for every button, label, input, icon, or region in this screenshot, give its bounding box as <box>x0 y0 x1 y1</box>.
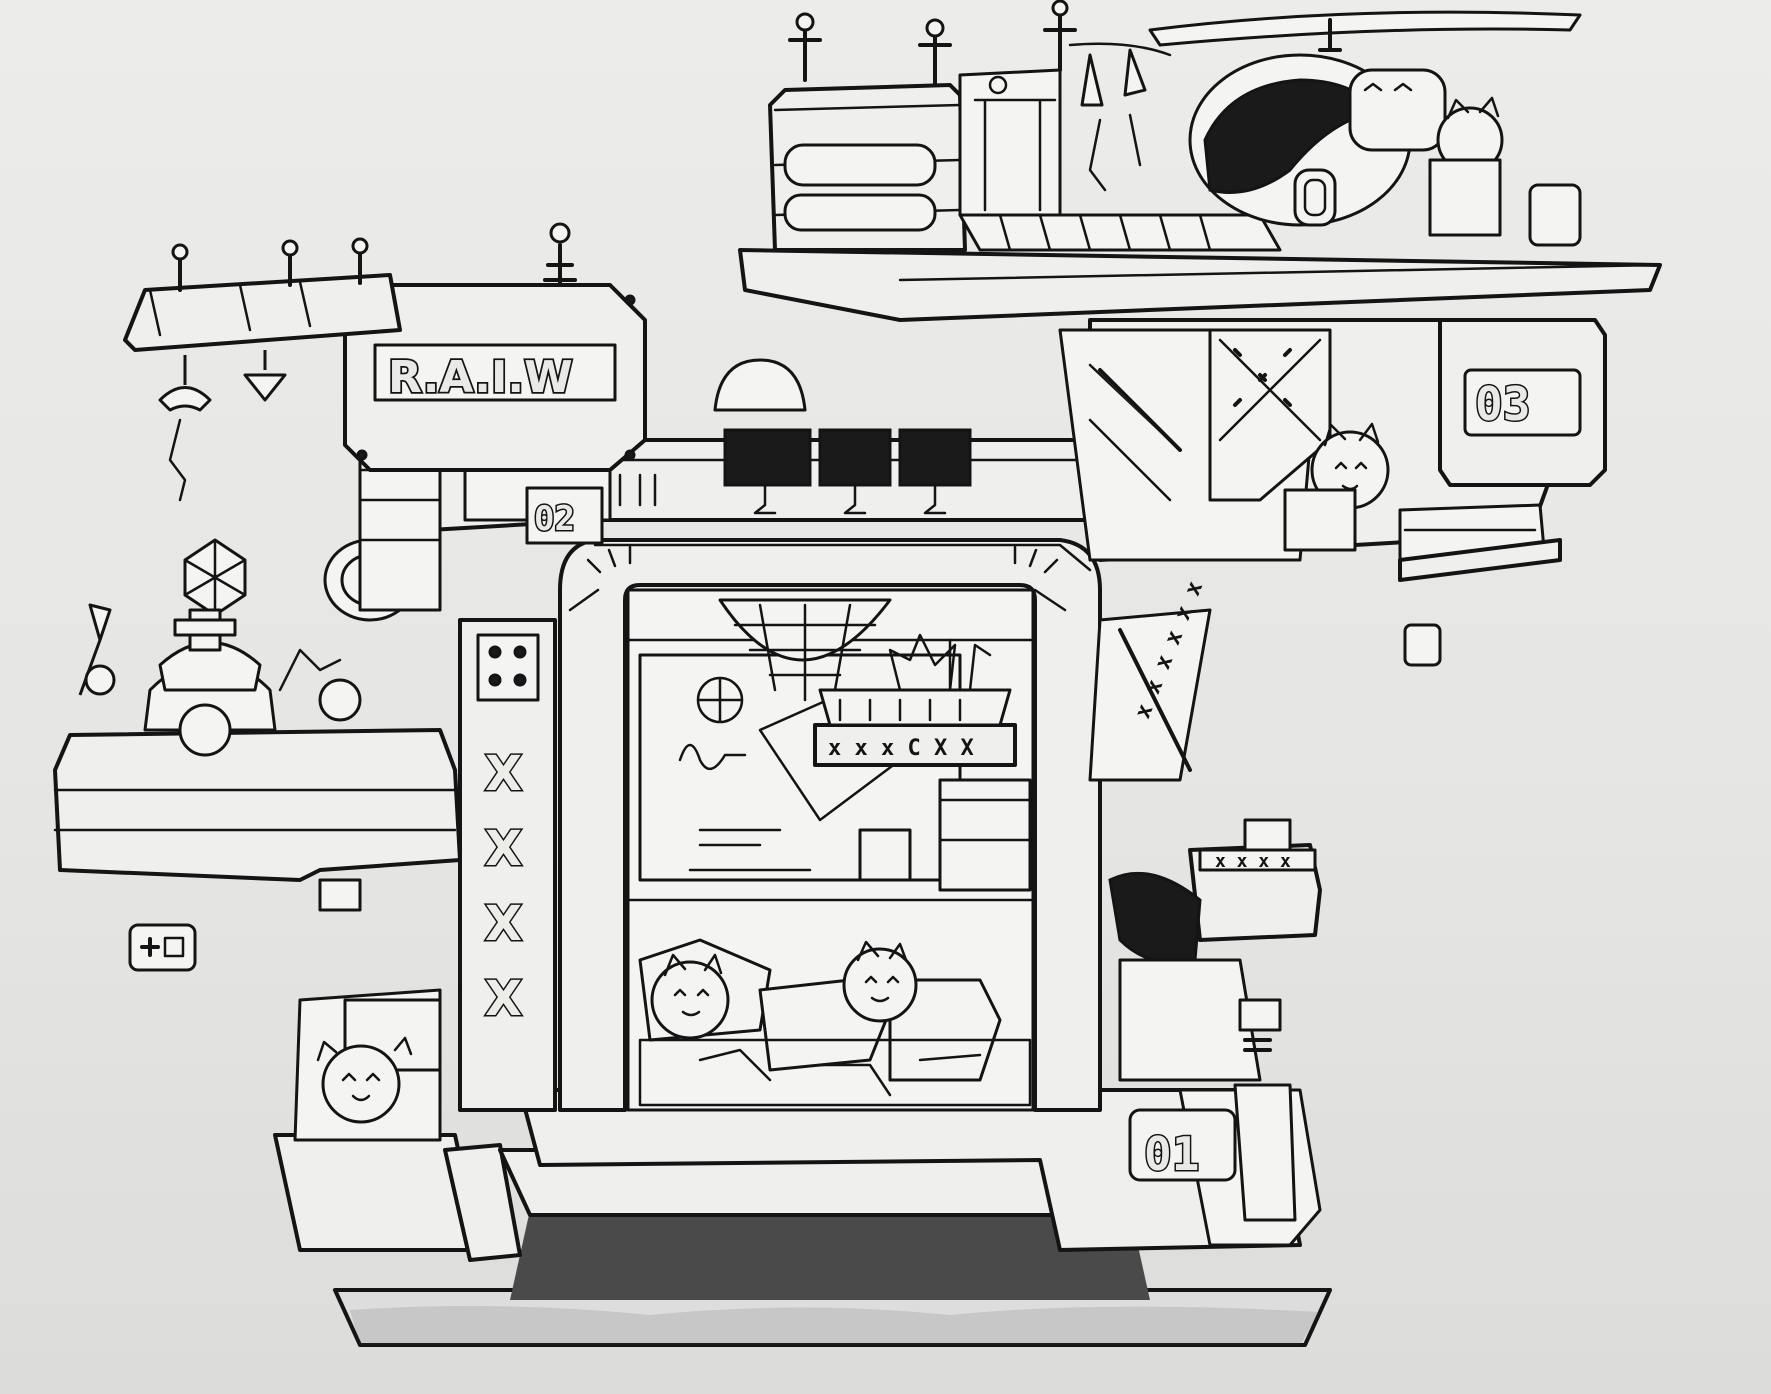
robot-arm-icon <box>78 603 112 696</box>
console-marks: x x x C X X <box>828 736 974 761</box>
deck-03-label: 03 <box>1475 377 1530 431</box>
support-strut: x x x x x x <box>1088 578 1212 782</box>
top-deck <box>738 0 1662 322</box>
central-gate: X X X X <box>458 538 1102 1112</box>
left-platform <box>53 603 462 972</box>
deck-02-label: 02 <box>534 499 575 539</box>
cart-marks: x x x x <box>1215 851 1291 872</box>
sign-main-label: R.A.I.W <box>388 352 573 403</box>
pillar-mark-3: X <box>485 896 522 952</box>
left-awning <box>123 237 402 617</box>
upper-right-deck: 03 <box>1058 318 1607 667</box>
interior-room: x x x C X X <box>626 588 1035 1112</box>
ground-shadow <box>333 1210 1332 1347</box>
pillar-mark-1: X <box>485 746 522 802</box>
crosshair-icon <box>696 676 744 724</box>
pillar-mark-2: X <box>485 821 522 877</box>
bottom-hull: 01 <box>273 988 1322 1262</box>
pillar-mark-4: X <box>485 971 522 1027</box>
deck-01-label: 01 <box>1144 1127 1199 1181</box>
sign-block: R.A.I.W <box>343 222 647 472</box>
right-cart: x x x x <box>1108 818 1322 1082</box>
